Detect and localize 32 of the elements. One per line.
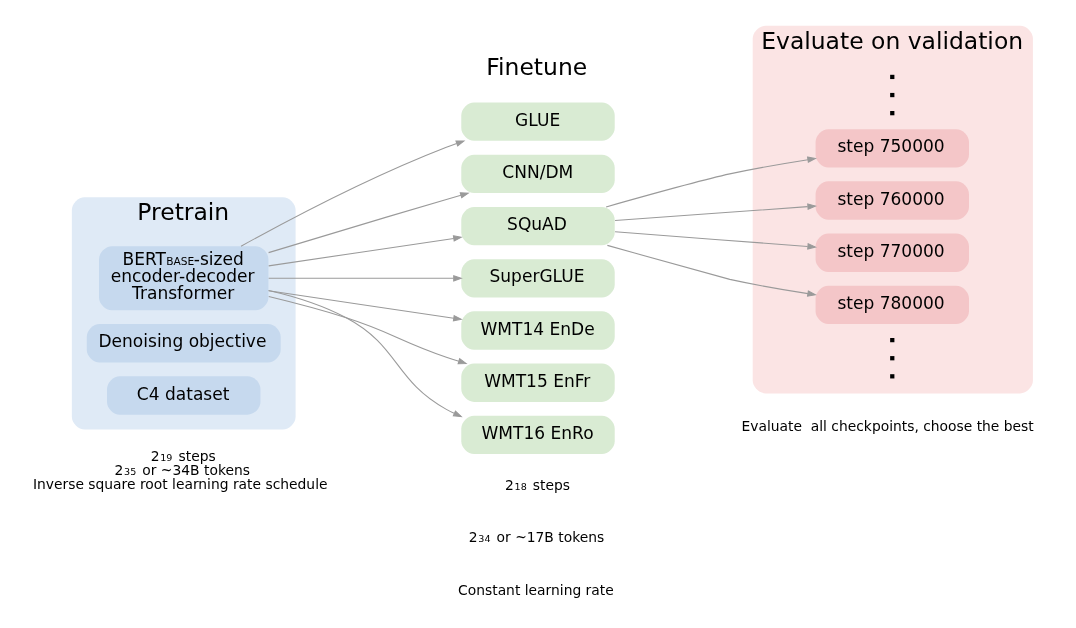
- arrow: [605, 156, 817, 208]
- node-box: WMT14 EnDe: [461, 311, 615, 350]
- node-box: WMT16 EnRo: [461, 415, 615, 455]
- arrow: [268, 192, 470, 254]
- node-box: Denoising objective: [86, 324, 281, 363]
- node-box: WMT15 EnFr: [461, 363, 615, 402]
- node-box: SQuAD: [461, 206, 615, 246]
- arrow: [240, 140, 466, 247]
- node-box: step 770000: [815, 233, 969, 272]
- node-box: C4 dataset: [107, 376, 261, 415]
- arrow: [606, 244, 817, 297]
- node-box: GLUE: [461, 102, 615, 141]
- node-box: step 760000: [815, 181, 969, 220]
- label: Constant learning rate: [458, 582, 614, 599]
- node-box: step 780000: [815, 285, 969, 325]
- arrow: [614, 203, 817, 222]
- arrow: [268, 274, 463, 282]
- arrow: [614, 231, 817, 250]
- arrow: [268, 235, 463, 267]
- label: Finetune: [486, 53, 588, 82]
- node-label: 219 steps: [150, 448, 216, 465]
- label: 218 steps: [504, 476, 570, 493]
- label: 234 or ~17B tokens: [468, 528, 605, 545]
- node-label: Inverse square root learning rate schedule: [32, 476, 328, 493]
- arrow: [268, 290, 463, 322]
- node-box: SuperGLUE: [461, 259, 615, 298]
- arrow: [268, 289, 463, 418]
- node-label: Evaluate all checkpoints, choose the best: [741, 418, 1034, 435]
- node-box: BERTBASE-sized encoder-decoder Transformer: [99, 246, 269, 311]
- node-box: step 750000: [815, 129, 969, 168]
- arrow: [268, 296, 468, 365]
- node-box: CNN/DM: [461, 154, 615, 194]
